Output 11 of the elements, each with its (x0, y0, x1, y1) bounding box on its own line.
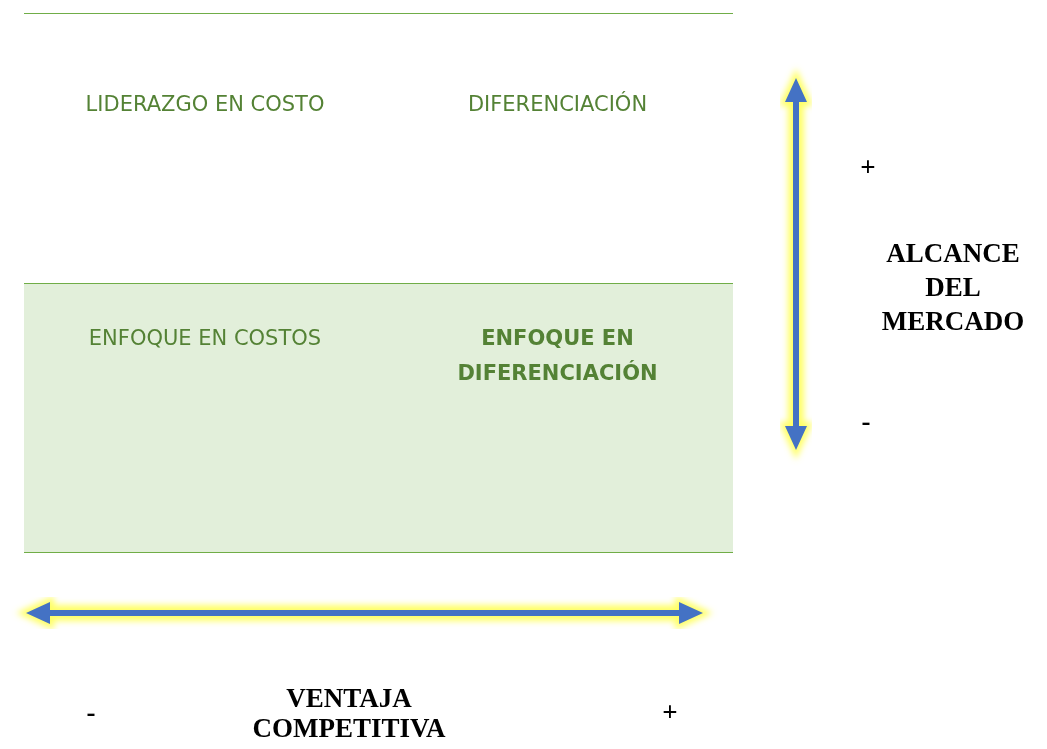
strategy-label: LIDERAZGO EN COSTO (84, 91, 326, 118)
axis-title: VENTAJA COMPETITIVA (251, 683, 447, 743)
strategy-label: DIFERENCIACIÓN (466, 90, 649, 118)
axis-sign: - (85, 696, 97, 729)
strategy-label: ENFOQUE EN DIFERENCIACIÓN (456, 325, 659, 387)
axis-sign: - (860, 405, 872, 438)
strategy-label: ENFOQUE EN COSTOS (87, 325, 323, 352)
shaded-matrix-row (24, 284, 733, 553)
axis-sign: + (859, 151, 877, 184)
axis-sign: + (661, 696, 679, 729)
axis-title: ALCANCE DEL MERCADO (880, 237, 1026, 338)
